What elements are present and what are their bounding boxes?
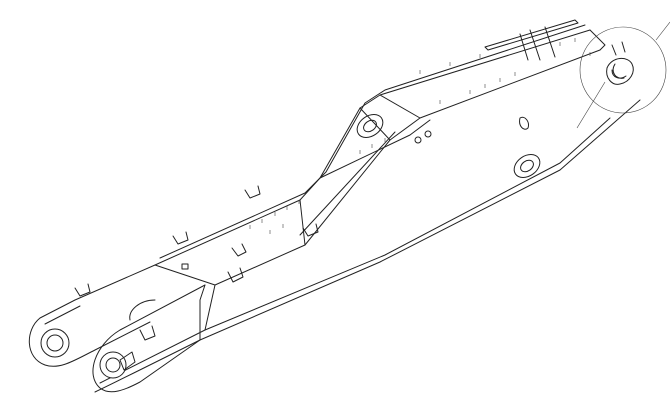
rear-pin-boss [40, 328, 70, 358]
detail-circle [579, 26, 667, 114]
leader-line [655, 21, 670, 41]
foot-arm-rear [28, 299, 151, 367]
top-mount-plate [484, 19, 579, 61]
foot-arm-front [92, 284, 206, 393]
boom-pin-bosses [356, 114, 541, 178]
brackets [74, 185, 319, 341]
bolt-holes [249, 38, 591, 234]
detail-callout [576, 21, 670, 129]
front-pin-boss [99, 351, 127, 379]
boom-body [74, 24, 641, 393]
